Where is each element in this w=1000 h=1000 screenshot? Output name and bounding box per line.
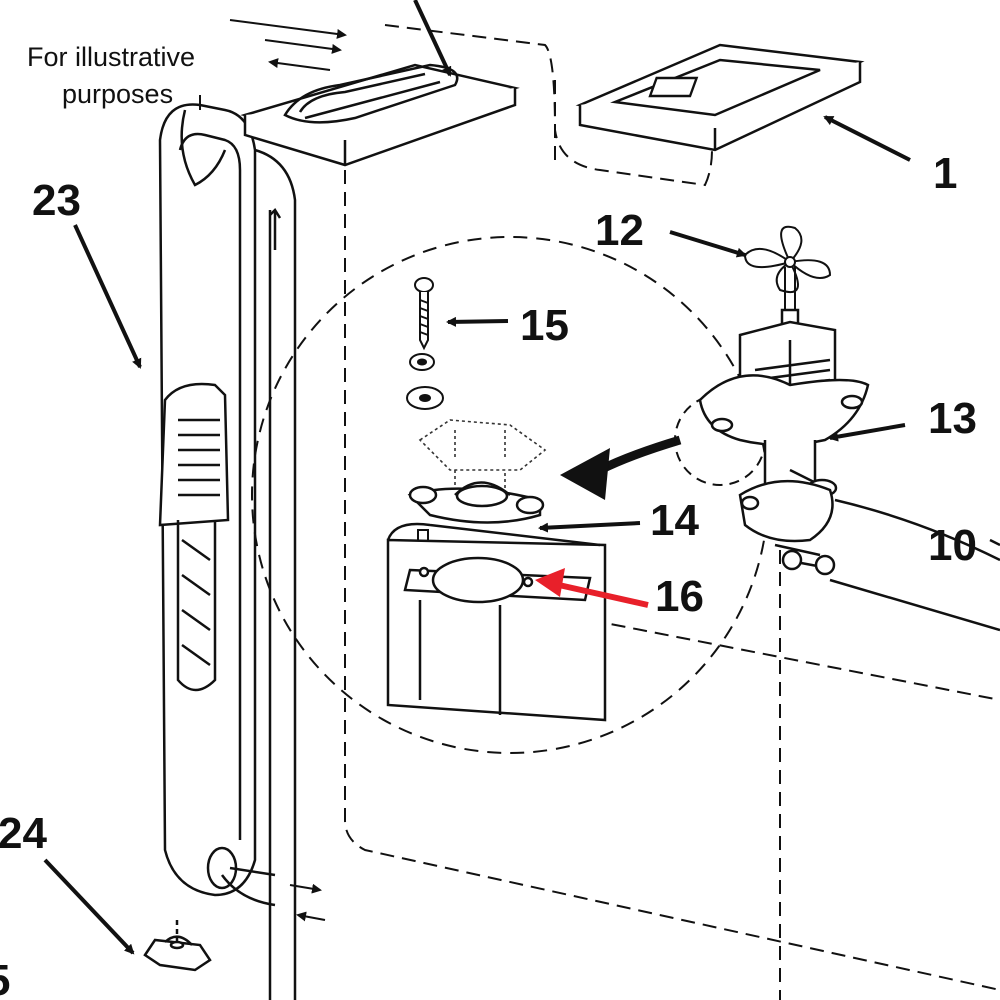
cabinet-outline — [344, 24, 1000, 1000]
leader-arrow-24 — [43, 858, 135, 955]
callout-10: 10 — [928, 521, 977, 570]
leader-arrow-14 — [538, 521, 641, 533]
pump-housing — [386, 522, 607, 722]
back-pipe — [206, 148, 297, 1000]
clamp-part-14 — [407, 481, 545, 524]
note-line-2: purposes — [62, 79, 173, 109]
coil-tray — [240, 63, 520, 167]
foot-part-24 — [143, 920, 212, 972]
highlight-arrowhead-16 — [535, 568, 565, 597]
leader-arrow-12 — [669, 230, 747, 258]
callout-12: 12 — [595, 206, 644, 255]
highlight-arrow-16 — [548, 579, 649, 608]
screw-part-15 — [406, 277, 444, 410]
leader-arrow-13 — [828, 423, 906, 442]
fan-part-12 — [743, 225, 832, 311]
callout-14: 14 — [650, 496, 699, 545]
outlet-pipe — [829, 498, 1000, 632]
drain-hose — [158, 103, 257, 897]
note-line-1: For illustrative — [27, 42, 195, 72]
leader-arrow-1 — [823, 115, 911, 162]
detail-arrow — [560, 435, 682, 500]
callout-24: 24 — [0, 809, 47, 858]
leader-arrow-23 — [73, 224, 142, 369]
motor-part-13 — [698, 308, 870, 576]
top-cover-part-1 — [575, 43, 865, 152]
leader-arrow-top — [413, 0, 452, 77]
callout-1: 1 — [933, 149, 957, 198]
callout-15: 15 — [520, 301, 569, 350]
leader-arrow-15 — [446, 316, 509, 327]
callout-23: 23 — [32, 176, 81, 225]
callout-16: 16 — [655, 572, 704, 621]
flow-arrows — [229, 19, 347, 922]
motor-base-ghost — [418, 419, 547, 491]
callout-13: 13 — [928, 394, 977, 443]
callout-5-partial: 5 — [0, 956, 10, 1000]
leader-arrows — [43, 0, 911, 955]
